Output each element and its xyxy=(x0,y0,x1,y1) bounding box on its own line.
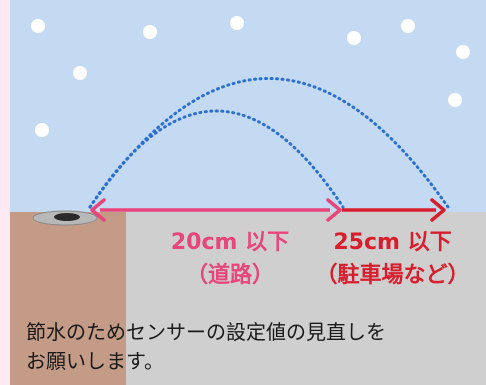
spray-arc-parking xyxy=(88,77,450,209)
road-place-label: （道路） xyxy=(185,263,274,288)
caption-line-1: 節水のためセンサーの設定値の見直しを xyxy=(26,320,386,344)
parking-distance-arrow xyxy=(342,198,446,222)
parking-place-label: （駐車場など） xyxy=(315,263,470,288)
sky xyxy=(10,0,486,212)
caption-text: 節水のためセンサーの設定値の見直しを お願いします。 xyxy=(26,318,476,376)
snow-dots xyxy=(31,16,470,137)
sprinkler-head xyxy=(32,210,98,226)
road-distance-label: 20cm 以下 xyxy=(170,230,290,255)
caption-line-2: お願いします。 xyxy=(26,349,164,373)
road-distance-arrow xyxy=(90,198,342,222)
pavement xyxy=(126,212,486,385)
ground xyxy=(10,212,126,385)
parking-distance-label: 25cm 以下 xyxy=(333,230,452,255)
